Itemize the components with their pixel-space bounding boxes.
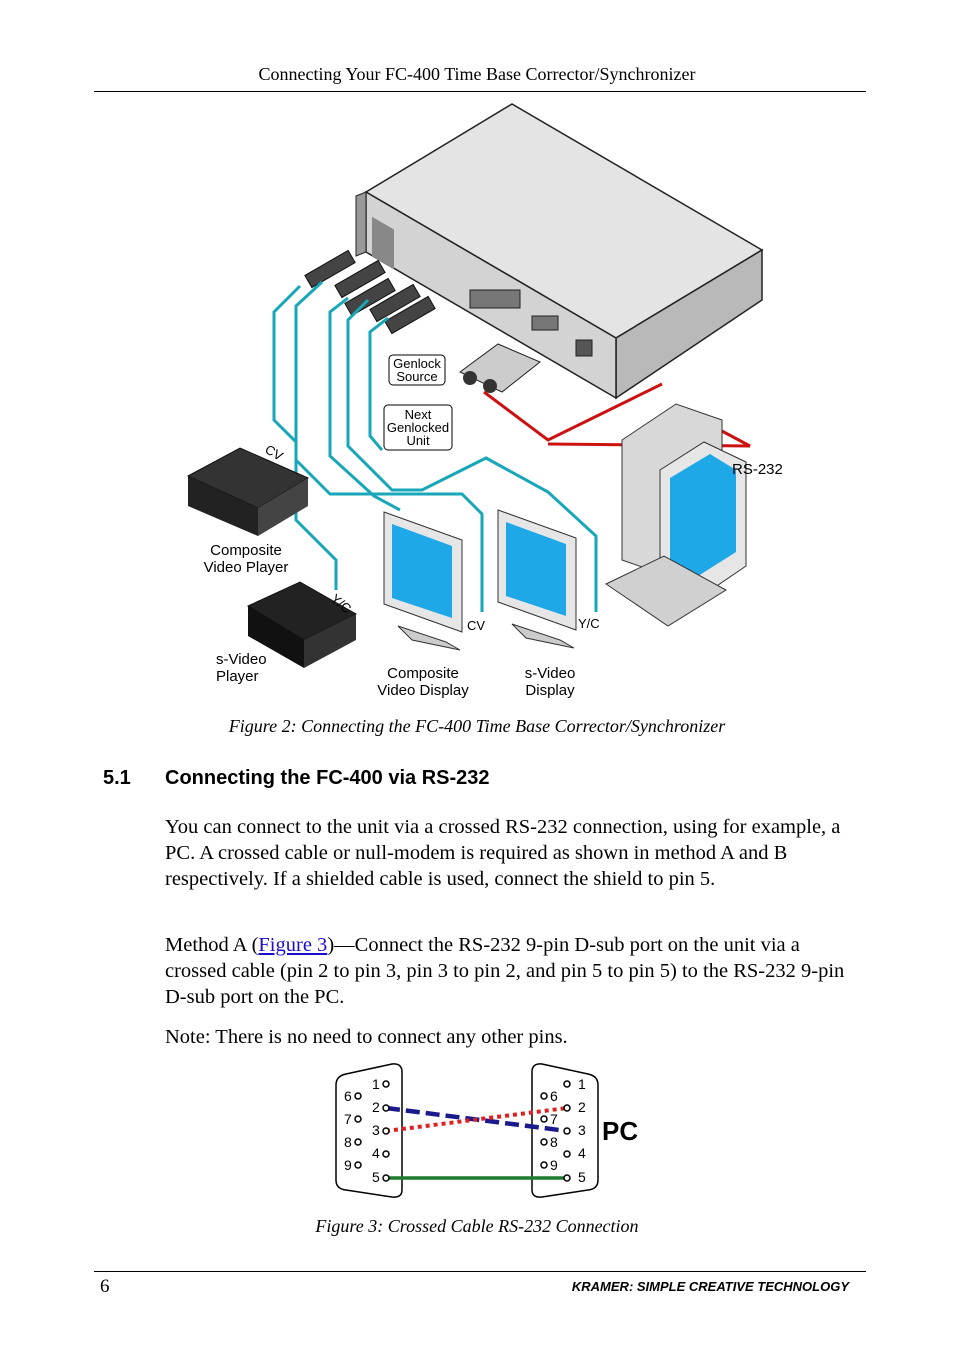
left-pin-3: 3	[372, 1122, 380, 1138]
section-number: 5.1	[103, 767, 131, 789]
right-pin-9: 9	[550, 1157, 558, 1173]
composite-video-display-label: Composite	[387, 665, 459, 682]
figure-2-connection-diagram: Genlock Source Next Genlocked Unit RS-23…	[186, 103, 783, 699]
rs232-cable	[483, 382, 751, 448]
svideo-display-illustration	[497, 509, 577, 649]
right-pin-2: 2	[578, 1099, 586, 1115]
rs232-label: RS-232	[732, 461, 783, 478]
composite-video-player-illustration	[186, 447, 310, 536]
next-genlocked-unit-box	[383, 404, 453, 451]
genlock-source-box	[388, 354, 446, 386]
next-genlocked-unit-label: Next	[405, 407, 432, 422]
section-heading: 5.1 Connecting the FC-400 via RS-232	[103, 767, 490, 790]
right-pin-5: 5	[578, 1169, 586, 1185]
left-pin-4: 4	[372, 1145, 380, 1161]
pc-label: PC	[602, 1116, 638, 1146]
paragraph-intro: You can connect to the unit via a crosse…	[165, 816, 841, 890]
footer-brand: KRAMER: SIMPLE CREATIVE TECHNOLOGY	[571, 1279, 849, 1294]
figure-2-caption: Figure 2: Connecting the FC-400 Time Bas…	[228, 716, 726, 736]
svg-text:Unit: Unit	[406, 433, 430, 448]
right-dsub-outline	[531, 1063, 599, 1198]
right-pin-1: 1	[578, 1076, 586, 1092]
footer-rule	[94, 1271, 866, 1272]
left-pin-8: 8	[344, 1134, 352, 1150]
right-pin-8: 8	[550, 1134, 558, 1150]
svg-text:Player: Player	[216, 668, 259, 685]
composite-video-player-label: Composite	[210, 542, 282, 559]
bnc-connectors	[304, 249, 436, 335]
right-pin-4: 4	[578, 1145, 586, 1161]
left-pin-1: 1	[372, 1076, 380, 1092]
paragraph-method-a: Method A (Figure 3)—Connect the RS-232 9…	[165, 934, 845, 1008]
svideo-player-label: s-Video	[216, 651, 267, 668]
running-header: Connecting Your FC-400 Time Base Correct…	[258, 64, 696, 84]
left-pin-7: 7	[344, 1111, 352, 1127]
svg-text:Video Player: Video Player	[204, 559, 289, 576]
left-dsub-outline	[335, 1063, 403, 1198]
left-pin-9: 9	[344, 1157, 352, 1173]
yc-display-label: Y/C	[578, 616, 600, 631]
right-pin-3: 3	[578, 1122, 586, 1138]
svideo-player-illustration	[246, 581, 358, 668]
figure-3-link[interactable]: Figure 3	[258, 934, 328, 956]
svg-text:Video Display: Video Display	[377, 682, 469, 699]
cv-display-label: CV	[467, 618, 485, 633]
fc400-unit-illustration	[355, 103, 764, 400]
paragraph-note: Note: There is no need to connect any ot…	[165, 1026, 568, 1048]
svg-text:Source: Source	[396, 369, 437, 384]
header-rule	[94, 91, 866, 92]
page-number: 6	[100, 1276, 110, 1297]
right-pin-6: 6	[550, 1088, 558, 1104]
genlock-source-label: Genlock	[393, 356, 441, 371]
rs232-dsub-connector	[459, 343, 541, 393]
video-cables	[272, 280, 598, 612]
figure-3-caption: Figure 3: Crossed Cable RS-232 Connectio…	[315, 1216, 639, 1236]
left-pin-5: 5	[372, 1169, 380, 1185]
wire-pin3-to-pin2	[385, 1106, 568, 1133]
left-pin-6: 6	[344, 1088, 352, 1104]
section-title: Connecting the FC-400 via RS-232	[165, 767, 490, 789]
svg-text:Genlocked: Genlocked	[387, 420, 449, 435]
right-pin-7: 7	[550, 1111, 558, 1127]
pc-illustration	[605, 403, 747, 627]
left-pin-2: 2	[372, 1099, 380, 1115]
composite-video-display-illustration	[383, 511, 463, 651]
svideo-display-label: s-Video	[525, 665, 576, 682]
svg-text:Display: Display	[525, 682, 575, 699]
figure-3-crossed-cable-diagram: 1 2 3 4 5 6 7 8 9 1 2 3 4 5 6 7 8 9 PC	[335, 1063, 638, 1198]
